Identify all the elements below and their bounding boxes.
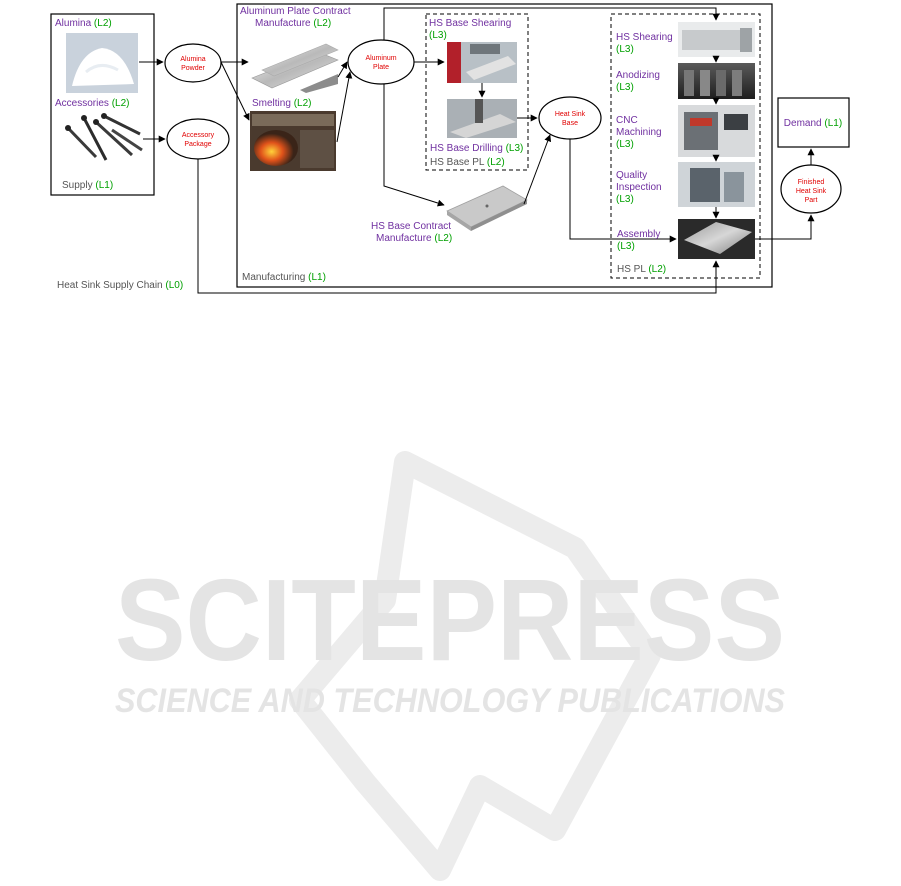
heat-sink-base-node: Heat Sink Base <box>538 96 602 140</box>
plate-contract-label-line-1: Aluminum Plate Contract <box>240 6 351 17</box>
manufacturing-container <box>236 3 773 288</box>
assembly-level: (L3) <box>617 241 635 252</box>
alumina-powder-node: Alumina Powder <box>164 43 222 83</box>
demand-container <box>777 97 850 148</box>
aluminum-plate-node: Aluminum Plate <box>347 39 415 85</box>
aluminum-plate-line-1: Aluminum <box>365 55 396 62</box>
hs-pl-title: HS PL (L2) <box>617 264 666 275</box>
accessories-label: Accessories (L2) <box>55 98 129 109</box>
heat-sink-base-line-1: Heat Sink <box>555 111 586 118</box>
watermark-brand: SCITEPRESS <box>115 555 785 685</box>
plate-contract-label-line-2: Manufacture (L2) <box>255 18 331 29</box>
hs-base-pl-container <box>425 13 529 171</box>
accessories-picture <box>65 113 143 161</box>
hs-pl-container <box>610 13 761 279</box>
hs-base-pl-title: HS Base PL (L2) <box>430 157 505 168</box>
smelting-label: Smelting (L2) <box>252 98 311 109</box>
base-contract-label-line-2: Manufacture (L2) <box>376 233 452 244</box>
anodizing-label: Anodizing <box>616 70 660 81</box>
hs-shearing-level: (L3) <box>616 44 634 55</box>
accessory-package-line-2: Package <box>184 141 211 148</box>
finished-part-line-2: Heat Sink <box>796 188 827 195</box>
cnc-level: (L3) <box>616 139 634 150</box>
aluminum-plate-line-2: Plate <box>373 64 389 71</box>
manufacturing-title: Manufacturing (L1) <box>242 272 326 283</box>
finished-part-node: Finished Heat Sink Part <box>780 164 842 214</box>
arrow-smelting-to-plate <box>336 71 353 143</box>
hs-base-shearing-picture <box>447 42 517 83</box>
accessory-package-line-1: Accessory <box>182 132 215 139</box>
hs-shearing-picture <box>678 22 755 57</box>
watermark-book-shape <box>289 451 661 881</box>
supply-container <box>50 13 155 196</box>
base-shearing-level: (L3) <box>429 30 447 41</box>
arrow-assembly-to-finished <box>755 214 815 240</box>
finished-part-line-1: Finished <box>798 179 825 186</box>
anodizing-picture <box>678 63 755 99</box>
hs-base-contract-picture <box>446 185 528 231</box>
base-drilling-label: HS Base Drilling (L3) <box>430 143 523 154</box>
anodizing-level: (L3) <box>616 82 634 93</box>
accessory-package-node: Accessory Package <box>166 118 230 160</box>
arrow-powder-to-smelting <box>220 61 250 121</box>
quality-level: (L3) <box>616 194 634 205</box>
alumina-picture <box>66 33 138 93</box>
finished-part-line-3: Part <box>805 197 818 204</box>
chain-title: Heat Sink Supply Chain (L0) <box>57 280 183 291</box>
smelting-picture <box>250 111 336 171</box>
cnc-machining-picture <box>678 105 755 157</box>
quality-label-line-2: Inspection <box>616 182 662 193</box>
alumina-label: Alumina (L2) <box>55 18 112 29</box>
hs-shearing-label: HS Shearing <box>616 32 673 43</box>
quality-label-line-1: Quality <box>616 170 647 181</box>
demand-title: Demand (L1) <box>784 118 842 129</box>
arrow-plate-to-base-contract <box>383 84 445 207</box>
watermark-tagline: SCIENCE AND TECHNOLOGY PUBLICATIONS <box>115 682 785 720</box>
heat-sink-base-line-2: Base <box>562 120 578 127</box>
alumina-powder-line-2: Powder <box>181 65 205 72</box>
alumina-powder-line-1: Alumina <box>180 56 205 63</box>
supply-title: Supply (L1) <box>62 180 113 191</box>
watermark: SCITEPRESS SCIENCE AND TECHNOLOGY PUBLIC… <box>115 451 785 881</box>
arrow-base-to-assembly <box>569 139 677 243</box>
arrow-base-contract-to-base <box>523 134 552 205</box>
assembly-picture <box>678 219 755 259</box>
hs-base-drilling-picture <box>447 99 517 138</box>
cnc-label-line-1: CNC <box>616 115 638 126</box>
assembly-label: Assembly <box>617 229 660 240</box>
connectors <box>139 7 815 294</box>
aluminum-plate-picture <box>250 33 339 93</box>
arrow-plate-to-hs-shearing <box>383 7 720 40</box>
cnc-label-line-2: Machining <box>616 127 662 138</box>
arrow-package-to-assembly <box>197 159 720 294</box>
base-shearing-label: HS Base Shearing <box>429 18 511 29</box>
base-contract-label-line-1: HS Base Contract <box>371 221 451 232</box>
arrow-plate-contract-to-plate <box>337 61 348 78</box>
quality-inspection-picture <box>678 162 755 207</box>
